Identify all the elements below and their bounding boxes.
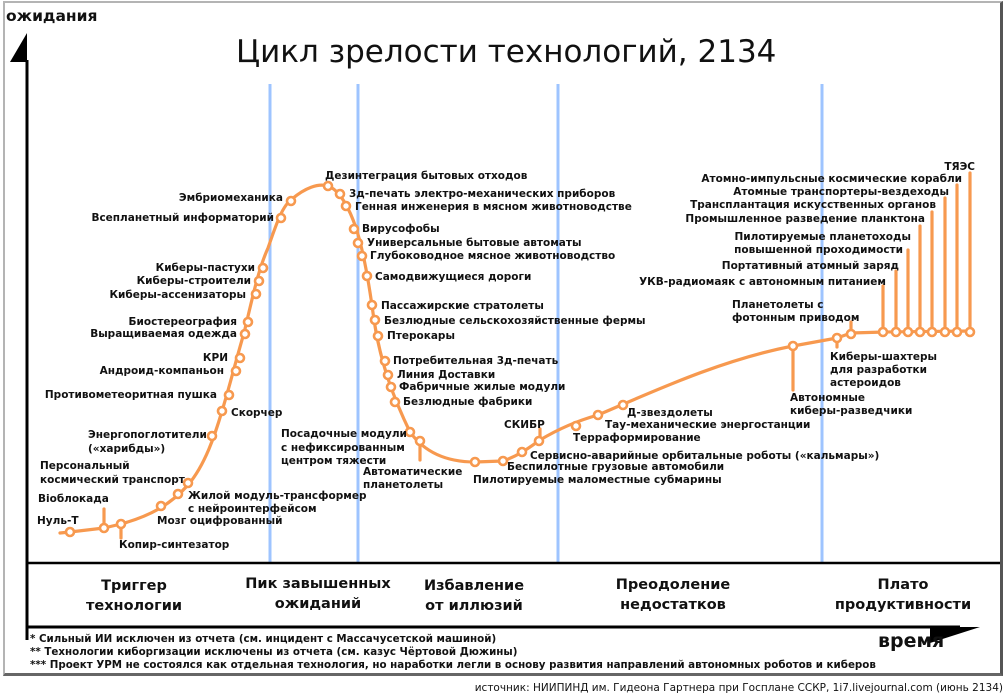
label-planetohod-1: Пилотируемые планетоходы bbox=[735, 231, 912, 243]
label-razved-2: киберы-разведчики bbox=[790, 405, 912, 417]
label-shahtery-2: для разработки bbox=[830, 364, 927, 376]
label-zd-elmech: 3д-печать электро-механических приборов bbox=[349, 188, 616, 200]
label-potreb: Потребительная 3д-печать bbox=[393, 355, 559, 367]
label-planetohod-2: повышенной проходимости bbox=[734, 244, 903, 256]
label-tyaes: ТЯЭС bbox=[944, 161, 975, 173]
phase-trigger-line2: технологии bbox=[86, 598, 182, 614]
label-android: Андроид-компаньон bbox=[100, 365, 224, 377]
label-mozg: Мозг оцифрованный bbox=[157, 515, 283, 527]
phase-dividers bbox=[268, 84, 824, 563]
label-zhiloy-2: с нейроинтерфейсом bbox=[188, 503, 317, 515]
label-organy: Трансплантация искусственных органов bbox=[690, 199, 936, 211]
label-gruzovye: Беспилотные грузовые автомобили bbox=[507, 461, 724, 473]
label-foton-2: фотонным приводом bbox=[732, 312, 859, 324]
label-razved-1: Автономные bbox=[790, 392, 865, 404]
label-kri: КРИ bbox=[203, 352, 228, 364]
label-stroiteli: Киберы-строители bbox=[137, 275, 251, 287]
label-embrio: Эмбриомеханика bbox=[179, 192, 283, 204]
label-perstrans-1: Персональный bbox=[40, 460, 130, 472]
phase-plateau-line2: продуктивности bbox=[835, 597, 971, 613]
label-odezhda: Выращиваемая одежда bbox=[90, 328, 237, 340]
label-gennaya: Генная инженерия в мясном животноводстве bbox=[355, 201, 632, 213]
label-bioblokada: Bioблокада bbox=[38, 493, 109, 505]
label-skibr: СКИБР bbox=[504, 419, 545, 431]
label-ukv: УКВ-радиомаяк с автономным питанием bbox=[639, 276, 886, 288]
phase-labels: Триггер технологии Пик завышенных ожидан… bbox=[86, 576, 971, 614]
label-fabr-moduli: Фабричные жилые модули bbox=[399, 381, 565, 393]
label-strato: Пассажирские стратолеты bbox=[381, 300, 544, 312]
phase-peak-line2: ожиданий bbox=[275, 596, 361, 612]
label-biostereo: Биостереография bbox=[129, 316, 237, 328]
phase-peak-line1: Пик завышенных bbox=[245, 576, 391, 592]
chart-title: Цикл зрелости технологий, 2134 bbox=[236, 34, 776, 70]
y-axis bbox=[10, 33, 29, 640]
label-plankton: Промышленное разведение планктона bbox=[685, 213, 925, 225]
footnote-3: *** Проект УРМ не состоялся как отдельна… bbox=[30, 659, 876, 671]
source-credit: источник: НИИПИНД им. Гидеона Гартнера п… bbox=[475, 682, 1003, 694]
label-vseplan: Всепланетный информаторий bbox=[91, 212, 274, 224]
label-avtoplan-2: планетолеты bbox=[363, 479, 443, 491]
label-kalmary: Сервисно-аварийные орбитальные роботы («… bbox=[530, 450, 879, 462]
label-pushka: Противометеоритная пушка bbox=[45, 389, 217, 401]
label-posad-3: центром тяжести bbox=[281, 455, 386, 467]
label-virusofoby: Вирусофобы bbox=[362, 223, 440, 235]
phase-trough-line1: Избавление bbox=[424, 578, 524, 594]
label-glubok: Глубоководное мясное животноводство bbox=[370, 250, 615, 262]
label-liniya: Линия Доставки bbox=[397, 369, 495, 381]
label-energo-1: Энергопоглотители bbox=[88, 429, 207, 441]
label-nul-t: Нуль-Т bbox=[37, 515, 79, 527]
y-axis-label: ожидания bbox=[6, 7, 97, 25]
phase-slope-line1: Преодоление bbox=[616, 577, 731, 593]
label-korabli: Атомно-импульсные космические корабли bbox=[701, 173, 962, 185]
footnote-1: * Сильный ИИ исключен из отчета (см. инц… bbox=[30, 633, 496, 645]
label-shahtery-1: Киберы-шахтеры bbox=[830, 351, 937, 363]
label-perstrans-2: космический транспорт bbox=[40, 474, 186, 486]
label-samodv: Самодвижущиеся дороги bbox=[375, 271, 531, 283]
phase-slope-line2: недостатков bbox=[620, 597, 726, 613]
phase-trigger-line1: Триггер bbox=[101, 578, 167, 594]
label-posad-1: Посадочные модули bbox=[281, 428, 407, 440]
label-avtoplan-1: Автоматические bbox=[363, 466, 462, 478]
phase-band bbox=[26, 561, 1000, 643]
label-terraform: Терраформирование bbox=[573, 432, 701, 444]
phase-plateau-line1: Плато bbox=[878, 577, 929, 593]
label-zhiloy-1: Жилой модуль-трансформер bbox=[188, 490, 367, 502]
label-pastuhi: Киберы-пастухи bbox=[156, 262, 255, 274]
label-posad-2: с нефиксированным bbox=[281, 442, 405, 454]
label-skorcher: Скорчер bbox=[231, 407, 283, 419]
footnote-2: ** Технологии киборгизации исключены из … bbox=[30, 646, 517, 658]
label-assen: Киберы-ассенизаторы bbox=[109, 289, 246, 301]
label-fermy: Безлюдные сельскохозяйственные фермы bbox=[384, 315, 646, 327]
label-dezint: Дезинтеграция бытовых отходов bbox=[325, 170, 528, 182]
label-pterokary: Птерокары bbox=[387, 330, 455, 342]
label-univers: Универсальные бытовые автоматы bbox=[367, 237, 581, 249]
label-vezdehody: Атомные транспортеры-вездеходы bbox=[733, 186, 949, 198]
label-bezl-fabriki: Безлюдные фабрики bbox=[403, 396, 532, 408]
phase-trough-line2: от иллюзий bbox=[425, 598, 523, 614]
curve-markers bbox=[64, 180, 976, 538]
label-kopir: Копир-синтезатор bbox=[119, 539, 230, 551]
label-foton-1: Планетолеты с bbox=[732, 299, 824, 311]
label-energo-2: («харибды») bbox=[88, 443, 165, 455]
label-tau: Тау-механические энергостанции bbox=[605, 419, 810, 431]
footnotes: * Сильный ИИ исключен из отчета (см. инц… bbox=[30, 633, 876, 671]
x-axis-label: время bbox=[878, 630, 944, 652]
label-submariny: Пилотируемые маломестные субмарины bbox=[473, 474, 722, 486]
point-labels: Нуль-Т Bioблокада Копир-синтезатор Мозг … bbox=[37, 161, 975, 551]
label-shahtery-3: астероидов bbox=[830, 377, 901, 389]
label-d-zvezd: Д-звездолеты bbox=[627, 407, 713, 419]
label-zaryad: Портативный атомный заряд bbox=[722, 260, 899, 272]
